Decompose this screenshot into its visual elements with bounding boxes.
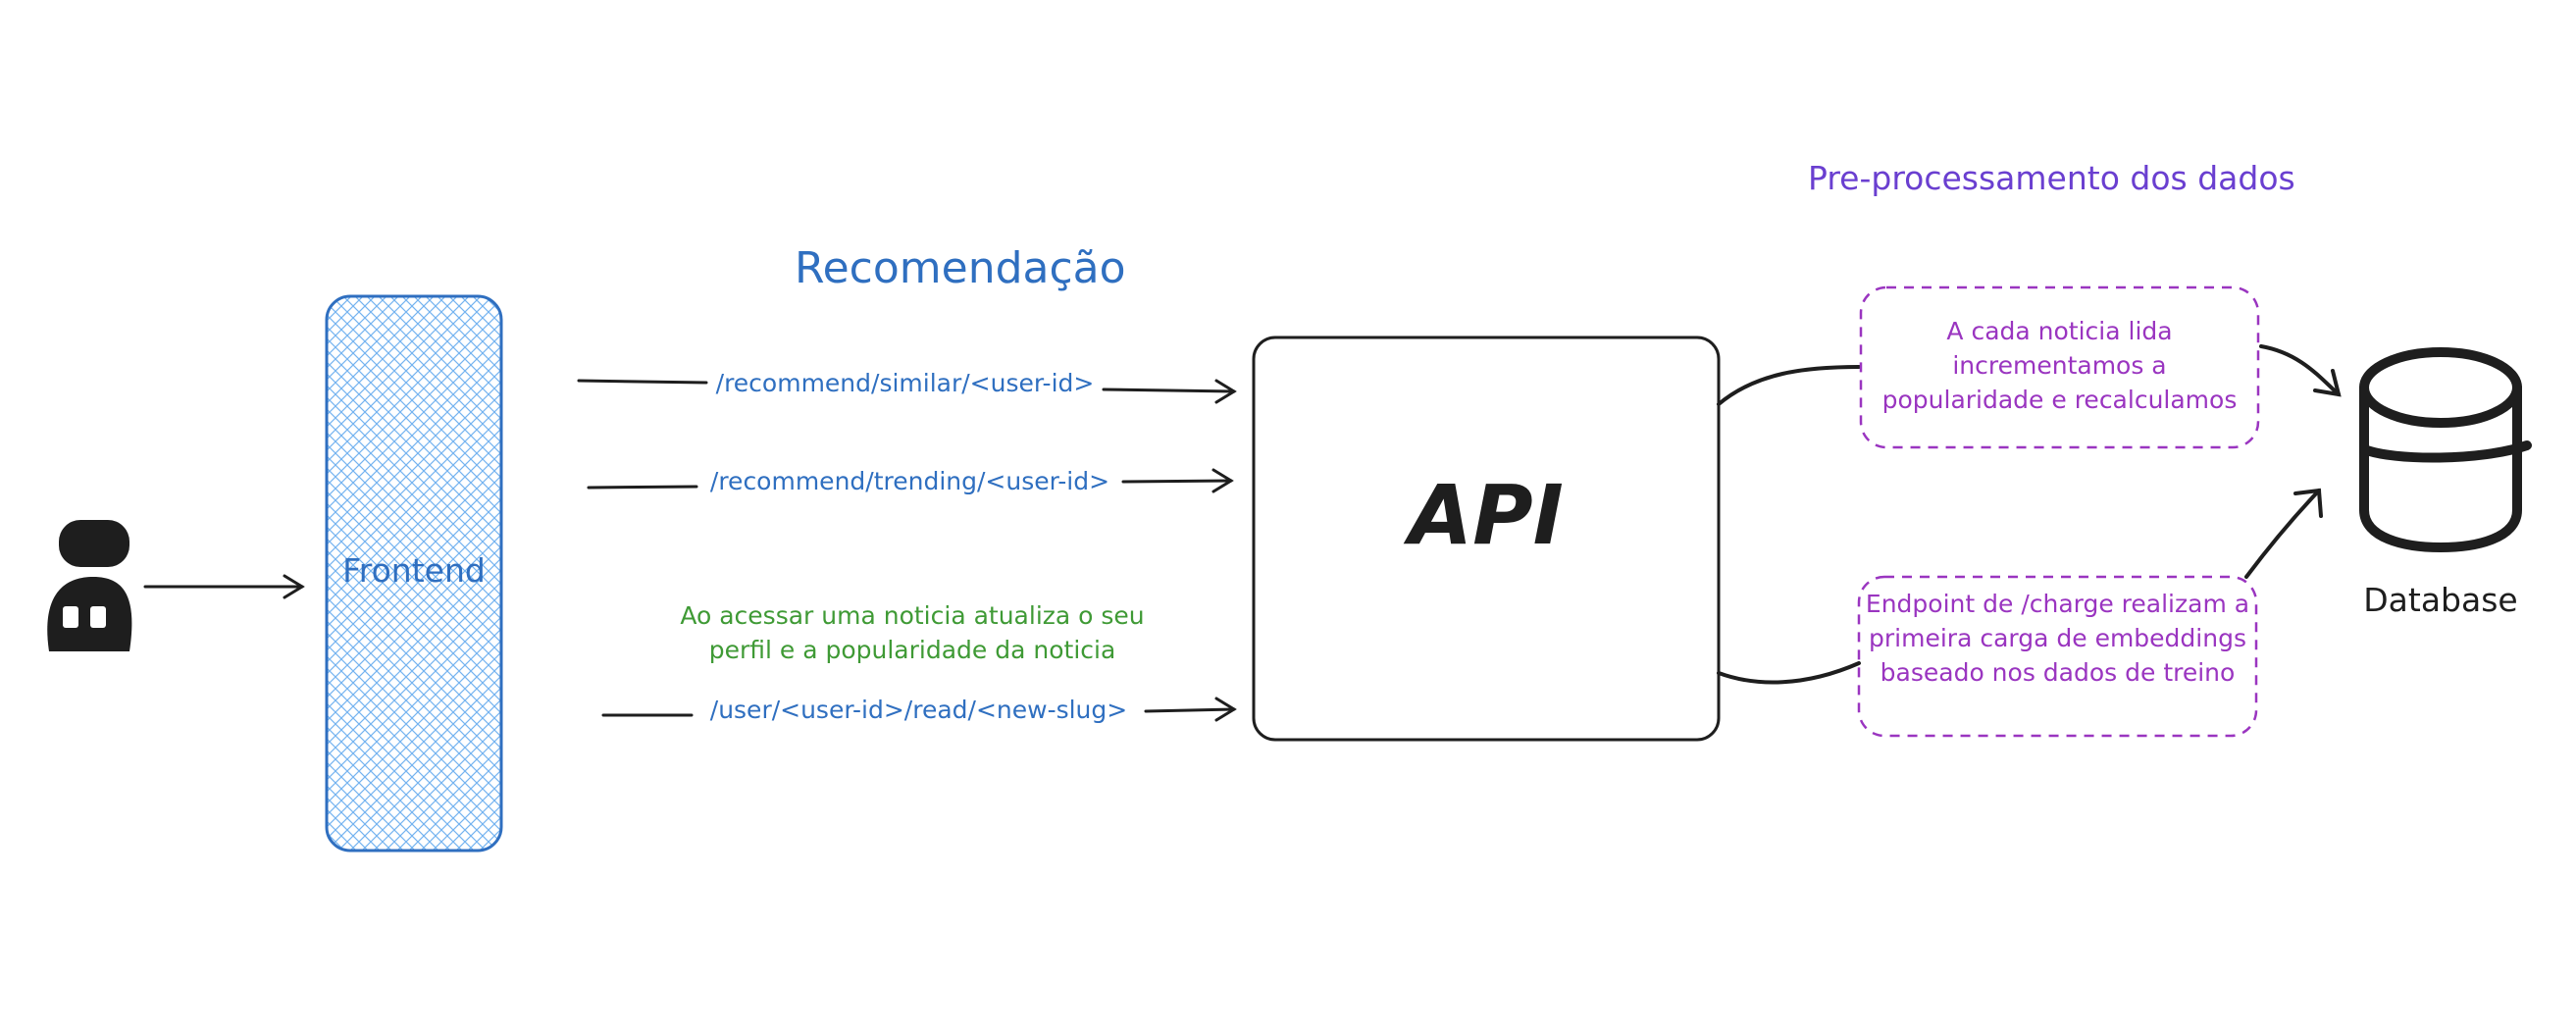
database-label: Database [2363,581,2518,619]
popularity-note: A cada noticia lida incrementamos a popu… [1881,317,2238,414]
popularity-note-box [1859,285,2260,449]
api-label: API [1409,467,1564,563]
arrow-user-to-frontend [143,574,305,599]
arrow-read [601,697,1237,722]
arrow-popularity-to-database [2259,344,2342,397]
charge-note-box [1857,575,2258,738]
frontend-box [325,294,503,853]
connector-api-charge [1717,661,1861,685]
user-icon [47,520,132,651]
title-recomendacao: Recomendação [795,243,1126,293]
database-icon [2359,347,2532,552]
title-preprocessamento: Pre-processamento dos dados [1808,159,2295,197]
endpoint-trending: /recommend/trending/<user-id> [709,467,1110,495]
endpoint-similar: /recommend/similar/<user-id> [715,369,1095,397]
read-note: Ao acessar uma noticia atualiza o seu pe… [680,601,1145,664]
arrow-similar [577,379,1237,404]
charge-note: Endpoint de /charge realizam a primeira … [1865,590,2250,687]
arrow-charge-to-database [2244,488,2323,579]
frontend-label: Frontend [342,551,486,590]
api-box [1252,336,1721,742]
endpoint-read: /user/<user-id>/read/<new-slug> [709,696,1128,724]
connector-api-popularity [1717,365,1861,406]
arrow-trending [587,468,1234,493]
